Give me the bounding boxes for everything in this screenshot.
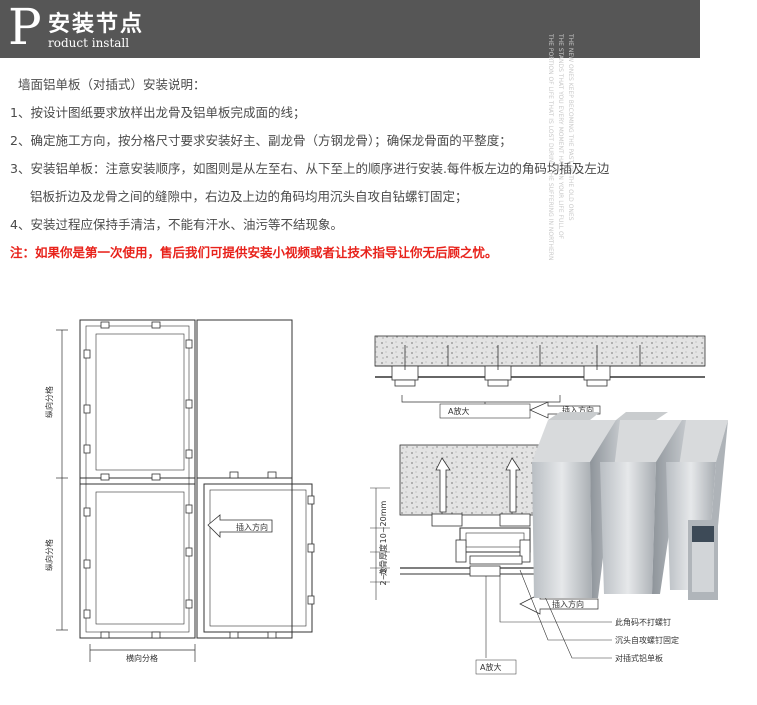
label-insert-top: 插入方向	[562, 405, 594, 415]
step-4: 4、安装过程应保持手清洁，不能有汗水、油污等不结现象。	[10, 217, 343, 232]
step-1: 1、按设计图纸要求放样出龙骨及铝单板完成面的线；	[10, 105, 306, 120]
dim-gap-bottom: 2~3	[379, 569, 388, 586]
label-vertical-grid-bottom: 纵向分格	[44, 539, 54, 571]
callout-panel: 对插式铝单板	[615, 653, 663, 663]
elevation-drawing	[56, 319, 315, 662]
section-top	[374, 335, 706, 419]
section-detail	[370, 444, 612, 675]
note: 注：如果你是第一次使用，售后我们可提供安装小视频或者让技术指导让你无后顾之忧。	[10, 245, 498, 260]
label-a-zoom-top: A放大	[448, 406, 469, 416]
page-subtitle: roduct install	[48, 36, 130, 50]
dim-gap-top: 10~20mm	[379, 500, 388, 543]
label-horizontal-grid: 横向分格	[126, 653, 158, 663]
header-letter: P	[8, 0, 42, 56]
intro-heading: 墙面铝单板（对插式）安装说明：	[18, 77, 206, 92]
panel-3d-render	[532, 412, 728, 600]
label-vertical-grid-top: 纵向分格	[44, 386, 54, 418]
callout-countersunk-screw: 沉头自攻螺钉固定	[615, 635, 679, 645]
label-insert-bottom: 插入方向	[552, 599, 584, 609]
callout-no-screw: 此角码不打螺钉	[615, 617, 671, 627]
dim-keel-thickness: 龙骨厚度	[378, 544, 388, 576]
label-insert-direction: 插入方向	[236, 522, 268, 532]
header-banner: P 安装节点 roduct install	[0, 0, 700, 58]
step-2: 2、确定施工方向，按分格尺寸要求安装好主、副龙骨（方钢龙骨）；确保龙骨面的平整度…	[10, 133, 512, 148]
step-3-continued: 铝板折边及龙骨之间的缝隙中，右边及上边的角码均用沉头自攻自钻螺钉固定；	[30, 189, 468, 204]
page-title: 安装节点	[48, 12, 145, 37]
label-a-zoom-bottom: A放大	[480, 662, 501, 672]
step-3: 3、安装铝单板：注意安装顺序，如图则是从左至右、从下至上的顺序进行安装.每件板左…	[10, 161, 610, 176]
side-text-1: THE PORTION OF LIFE THAT IS LOST DURING …	[547, 34, 554, 261]
side-text-3: THE NEW ONES KEEP BECOMING THE PAST OF T…	[567, 34, 574, 221]
side-text-2: THE STANDS THAT YOU EVERY MOMENT HAVE IN…	[557, 34, 564, 240]
